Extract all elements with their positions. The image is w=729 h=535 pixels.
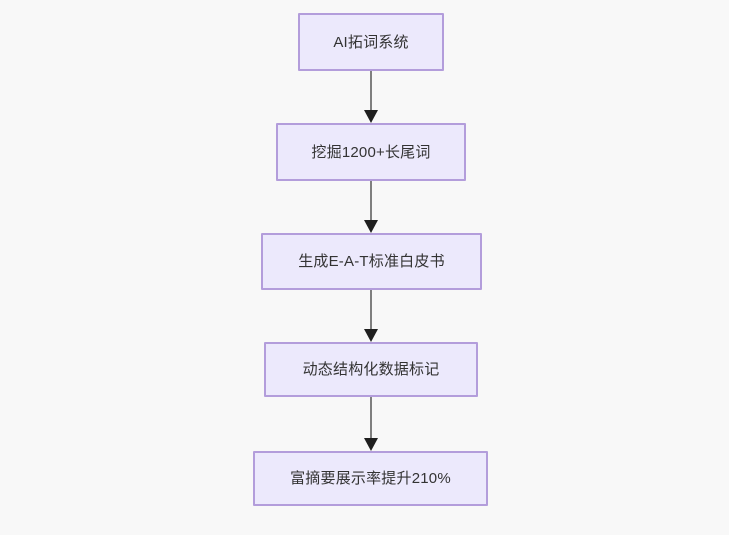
edge-n4-n5 bbox=[364, 397, 378, 451]
edge-arrowhead-n3-n4 bbox=[364, 329, 378, 342]
edge-n2-n3 bbox=[364, 181, 378, 233]
flowchart-node-label: 挖掘1200+长尾词 bbox=[311, 143, 431, 161]
flowchart-node-label: 生成E-A-T标准白皮书 bbox=[298, 253, 445, 270]
flowchart-node-label: 动态结构化数据标记 bbox=[302, 361, 440, 378]
flowchart-node-dynamic-structured-data-markup[interactable]: 动态结构化数据标记 bbox=[264, 342, 478, 397]
flowchart-node-mine-longtail-keywords[interactable]: 挖掘1200+长尾词 bbox=[276, 123, 466, 181]
flowchart-node-rich-snippet-rate-increase[interactable]: 富摘要展示率提升210% bbox=[253, 451, 488, 506]
edge-n1-n2 bbox=[364, 71, 378, 123]
edge-n3-n4 bbox=[364, 290, 378, 342]
flowchart-node-generate-eat-whitepaper[interactable]: 生成E-A-T标准白皮书 bbox=[261, 233, 482, 290]
flowchart-node-ai-keyword-system[interactable]: AI拓词系统 bbox=[298, 13, 444, 71]
edge-arrowhead-n4-n5 bbox=[364, 438, 378, 451]
flowchart-node-label: 富摘要展示率提升210% bbox=[290, 470, 451, 487]
flowchart-node-label: AI拓词系统 bbox=[333, 33, 409, 51]
edge-arrowhead-n1-n2 bbox=[364, 110, 378, 123]
edge-arrowhead-n2-n3 bbox=[364, 220, 378, 233]
